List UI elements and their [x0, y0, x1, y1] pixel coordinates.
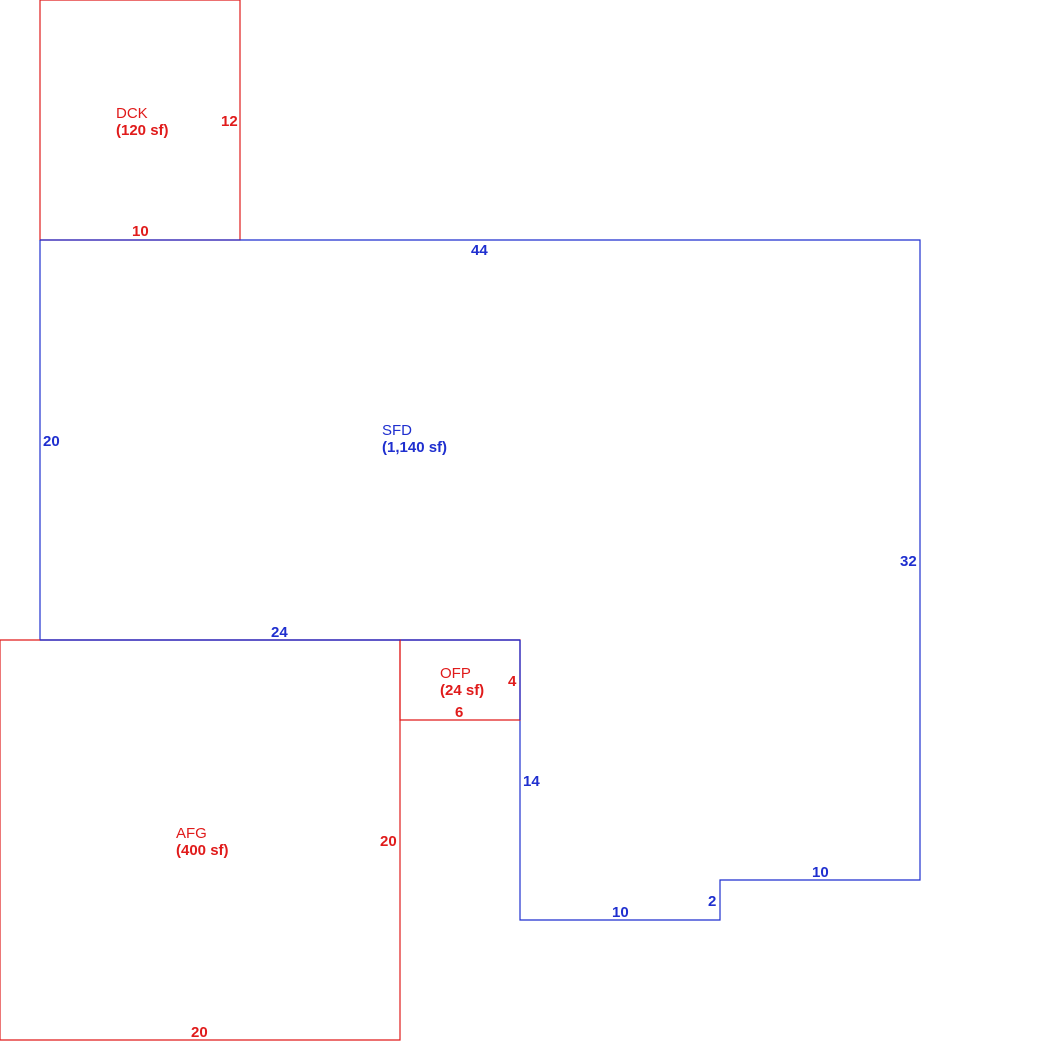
ofp-side-dimension: 4: [508, 673, 517, 690]
ofp-code-label: OFP: [440, 665, 471, 682]
deck-bottom-dimension: 10: [132, 223, 149, 240]
sfd-section: SFD (1,140 sf) 44 20 32 24 14 10 2 10: [39, 239, 921, 921]
afg-bottom-dimension: 20: [191, 1024, 208, 1041]
ofp-section: OFP (24 sf) 4 6: [399, 639, 521, 721]
afg-side-dimension: 20: [380, 833, 397, 850]
sfd-bottom-right-dimension: 10: [812, 864, 829, 881]
deck-area-label: (120 sf): [116, 122, 169, 139]
sfd-notch-side-dimension: 14: [523, 773, 540, 790]
sfd-top-dimension: 44: [471, 242, 488, 259]
sfd-code-label: SFD: [382, 422, 412, 439]
afg-area-label: (400 sf): [176, 842, 229, 859]
ofp-bottom-dimension: 6: [455, 704, 463, 721]
sfd-step-dimension: 2: [708, 893, 716, 910]
sfd-area-label: (1,140 sf): [382, 439, 447, 456]
afg-code-label: AFG: [176, 825, 207, 842]
deck-section: DCK (120 sf) 12 10: [39, 0, 241, 241]
ofp-area-label: (24 sf): [440, 682, 484, 699]
deck-code-label: DCK: [116, 105, 148, 122]
sfd-bottom-left-dimension: 24: [271, 624, 288, 641]
sfd-left-dimension: 20: [43, 433, 60, 450]
deck-side-dimension: 12: [221, 113, 238, 130]
sfd-outline: [39, 239, 921, 921]
afg-section: AFG (400 sf) 20 20: [0, 639, 401, 1041]
sfd-right-dimension: 32: [900, 553, 917, 570]
sfd-bottom-mid-dimension: 10: [612, 904, 629, 921]
